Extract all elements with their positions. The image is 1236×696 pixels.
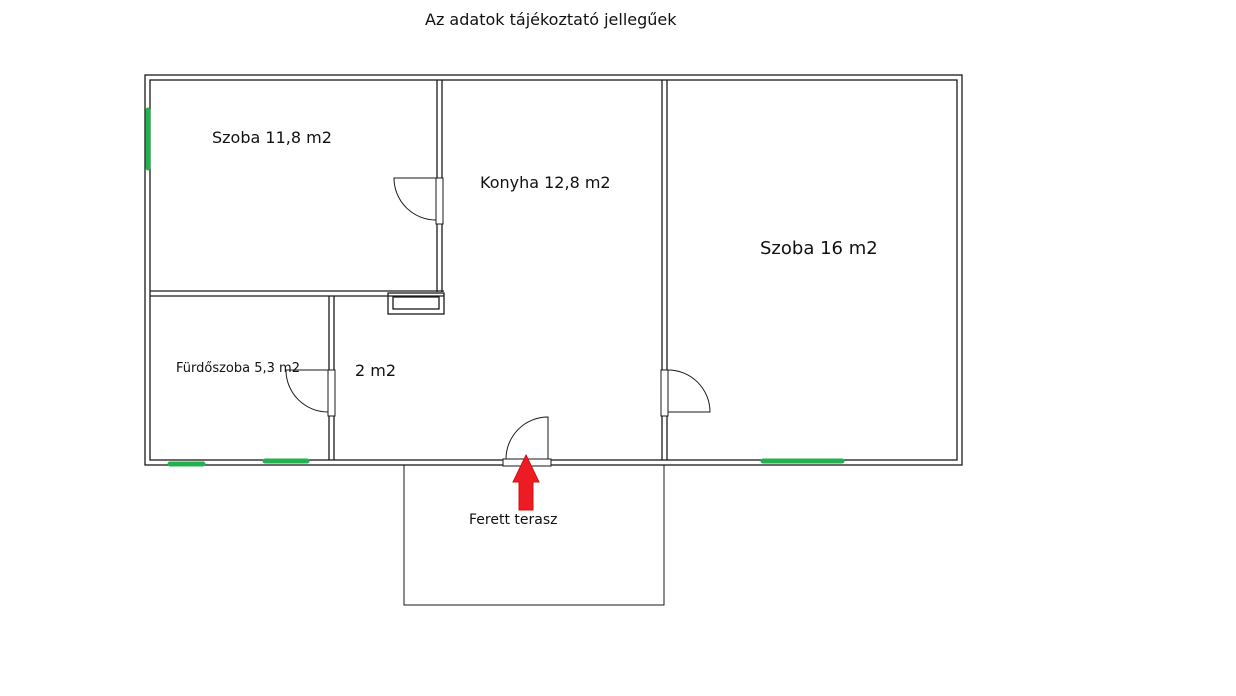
outer-walls (144, 74, 963, 466)
terrace-outline (403, 465, 665, 606)
interior-walls (150, 80, 668, 460)
door-swing-icon (285, 177, 711, 460)
window-icon (145, 107, 845, 467)
room-label-small-room: 2 m2 (355, 361, 397, 380)
room-label-szoba-small: Szoba 11,8 m2 (212, 128, 332, 147)
room-label-szoba-large: Szoba 16 m2 (760, 238, 878, 259)
room-label-furdoszoba: Fürdőszoba 5,3 m2 (176, 361, 300, 376)
door-openings (328, 178, 669, 467)
entrance-arrow-icon (512, 453, 540, 511)
room-label-konyha: Konyha 12,8 m2 (480, 173, 611, 192)
room-label-terasz: Ferett terasz (469, 512, 558, 528)
door-frames (327, 177, 669, 467)
plan-title: Az adatok tájékoztató jellegűek (425, 10, 677, 29)
